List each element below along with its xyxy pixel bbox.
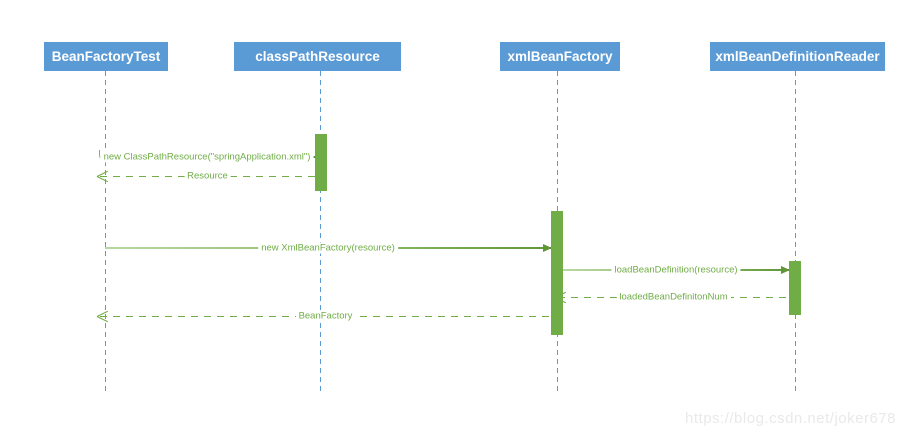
message-elbow-tick [99, 150, 100, 158]
solid-arrowhead-icon [781, 266, 790, 274]
message-label: Resource [184, 170, 231, 182]
activation-xmlbeanfactory [551, 211, 563, 335]
solid-arrowhead-icon [543, 244, 552, 252]
csdn-watermark: https://blog.csdn.net/joker678 [685, 410, 896, 427]
message-label: new XmlBeanFactory(resource) [258, 242, 398, 254]
message-label: loadBeanDefinition(resource) [611, 264, 741, 276]
lifeline-classpathresource [320, 71, 321, 391]
lifeline-xmlbeandefinitionreader [795, 71, 796, 391]
activation-classpathresource [315, 134, 327, 191]
participant-xmlbeandefinitionreader: xmlBeanDefinitionReader [710, 42, 885, 71]
message-label: new ClassPathResource("springApplication… [100, 151, 314, 163]
participant-beanfactorytest: BeanFactoryTest [44, 42, 168, 71]
participant-xmlbeanfactory: xmlBeanFactory [500, 42, 620, 71]
message-label: BeanFactory [295, 310, 356, 322]
participant-classpathresource: classPathResource [234, 42, 401, 71]
message-label: loadedBeanDefinitonNum [616, 291, 731, 303]
activation-xmlbeandefinitionreader [789, 261, 801, 315]
lifeline-beanfactorytest [105, 71, 106, 391]
